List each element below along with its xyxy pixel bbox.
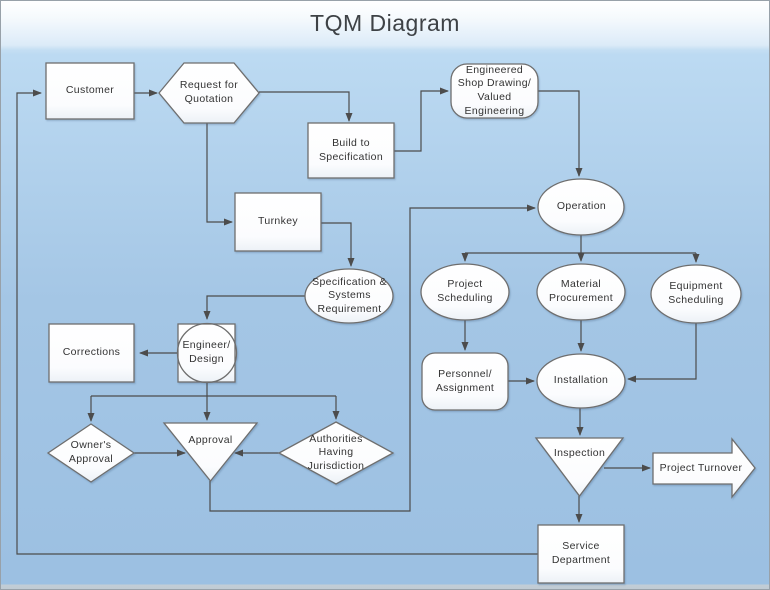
node-authorities-shape[interactable] xyxy=(277,421,395,485)
node-operation-shape[interactable] xyxy=(537,178,625,236)
edge-request-for-quotation-to-build-to-specification xyxy=(259,91,353,122)
edge-specification-systems-to-engineer-design xyxy=(203,295,305,320)
edge-service-department-to-customer xyxy=(16,89,538,555)
node-project-turnover-shape[interactable] xyxy=(652,437,756,499)
nodes-layer xyxy=(45,62,756,584)
edge-turnkey-to-specification-systems xyxy=(321,222,355,267)
node-corrections-shape[interactable] xyxy=(48,323,135,383)
edge-engineered-shop-drawing-to-operation xyxy=(538,90,583,177)
node-service-department-shape[interactable] xyxy=(537,524,625,584)
node-specification-systems-shape[interactable] xyxy=(304,268,394,324)
edge-request-for-quotation-to-turnkey xyxy=(206,123,233,226)
node-turnkey-shape[interactable] xyxy=(234,192,322,252)
node-personnel-assignment-shape[interactable] xyxy=(421,352,509,411)
edge-build-to-specification-to-engineered-shop-drawing xyxy=(394,87,449,152)
node-inspection-shape[interactable] xyxy=(534,437,625,498)
node-installation-shape[interactable] xyxy=(536,353,626,409)
node-build-to-specification-shape[interactable] xyxy=(307,122,395,179)
connectors-layer xyxy=(16,87,700,555)
node-material-procurement-shape[interactable] xyxy=(536,263,626,321)
node-owners-approval-shape[interactable] xyxy=(46,423,136,483)
node-approval-shape[interactable] xyxy=(162,422,259,483)
node-request-for-quotation-shape[interactable] xyxy=(158,62,260,124)
node-customer-shape[interactable] xyxy=(45,62,135,120)
edge-approval-to-operation xyxy=(209,204,536,512)
node-project-scheduling-shape[interactable] xyxy=(420,263,510,321)
node-engineered-shop-drawing-shape[interactable] xyxy=(450,63,539,119)
node-engineer-design-shape[interactable] xyxy=(176,322,238,384)
diagram-title: TQM Diagram xyxy=(310,10,460,36)
edge-equipment-scheduling-to-installation xyxy=(627,323,697,383)
node-equipment-scheduling-shape[interactable] xyxy=(650,264,742,324)
